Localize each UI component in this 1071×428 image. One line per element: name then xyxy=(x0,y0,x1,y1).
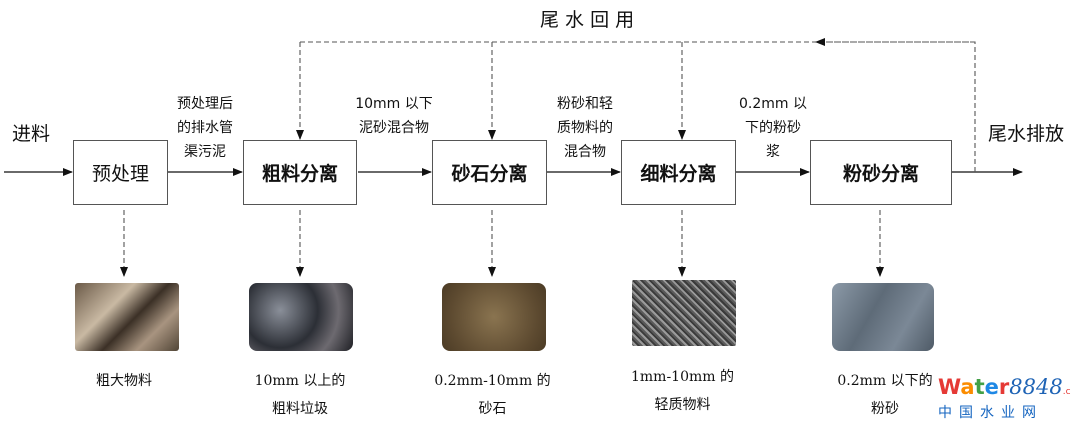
flow-text: 的排水管 xyxy=(177,120,233,136)
sand-gravel-photo xyxy=(442,283,546,351)
product-caption: 1mm-10mm 的轻质物料 xyxy=(620,363,745,419)
caption-text: 粉砂 xyxy=(871,401,899,417)
input-label: 进料 xyxy=(12,123,51,145)
flow-text: 混合物 xyxy=(564,144,606,160)
caption-text: 粗大物料 xyxy=(96,373,152,389)
product-caption: 粗大物料 xyxy=(84,367,164,395)
flow-label: 预处理后的排水管渠污泥 xyxy=(172,92,238,164)
light-material-photo xyxy=(632,280,736,346)
coarse-debris-photo xyxy=(75,283,179,351)
silt-photo xyxy=(832,283,934,351)
product-caption: 0.2mm-10mm 的砂石 xyxy=(425,367,560,423)
caption-text: 轻质物料 xyxy=(654,397,711,413)
caption-text: 0.2mm-10mm 的 xyxy=(434,373,551,389)
flow-text: 粉砂和轻 xyxy=(557,96,613,112)
recycle-title: 尾 水 回 用 xyxy=(540,9,635,31)
flow-text: 0.2mm 以 xyxy=(739,96,807,112)
flow-text: 泥砂混合物 xyxy=(359,120,429,136)
process-box-silt-separation: 粉砂分离 xyxy=(810,140,952,205)
flow-text: 预处理后 xyxy=(177,96,233,112)
watermark-logo: Water8848.com 中国水业网 xyxy=(938,375,1071,421)
caption-text: 0.2mm 以下的 xyxy=(837,373,933,389)
flow-text: 10mm 以下 xyxy=(355,96,433,112)
process-box-pretreatment: 预处理 xyxy=(73,140,168,205)
flow-text: 下的粉砂 xyxy=(745,120,801,136)
flow-label: 10mm 以下泥砂混合物 xyxy=(352,92,436,140)
output-label: 尾水排放 xyxy=(988,123,1065,145)
caption-text: 10mm 以上的 xyxy=(254,373,346,389)
process-box-coarse-separation: 粗料分离 xyxy=(243,140,357,205)
flow-text: 浆 xyxy=(766,144,780,160)
product-caption: 0.2mm 以下的粉砂 xyxy=(825,367,945,423)
flow-text: 质物料的 xyxy=(557,120,613,136)
caption-text: 砂石 xyxy=(478,401,507,417)
coarse-waste-photo xyxy=(249,283,353,351)
caption-text: 粗料垃圾 xyxy=(272,401,328,417)
flow-label: 0.2mm 以下的粉砂浆 xyxy=(738,92,808,164)
process-box-sand-separation: 砂石分离 xyxy=(432,140,547,205)
caption-text: 1mm-10mm 的 xyxy=(630,369,734,385)
product-caption: 10mm 以上的粗料垃圾 xyxy=(240,367,360,423)
flow-label: 粉砂和轻质物料的混合物 xyxy=(550,92,620,164)
flow-text: 渠污泥 xyxy=(184,144,226,160)
process-box-fine-separation: 细料分离 xyxy=(621,140,736,205)
